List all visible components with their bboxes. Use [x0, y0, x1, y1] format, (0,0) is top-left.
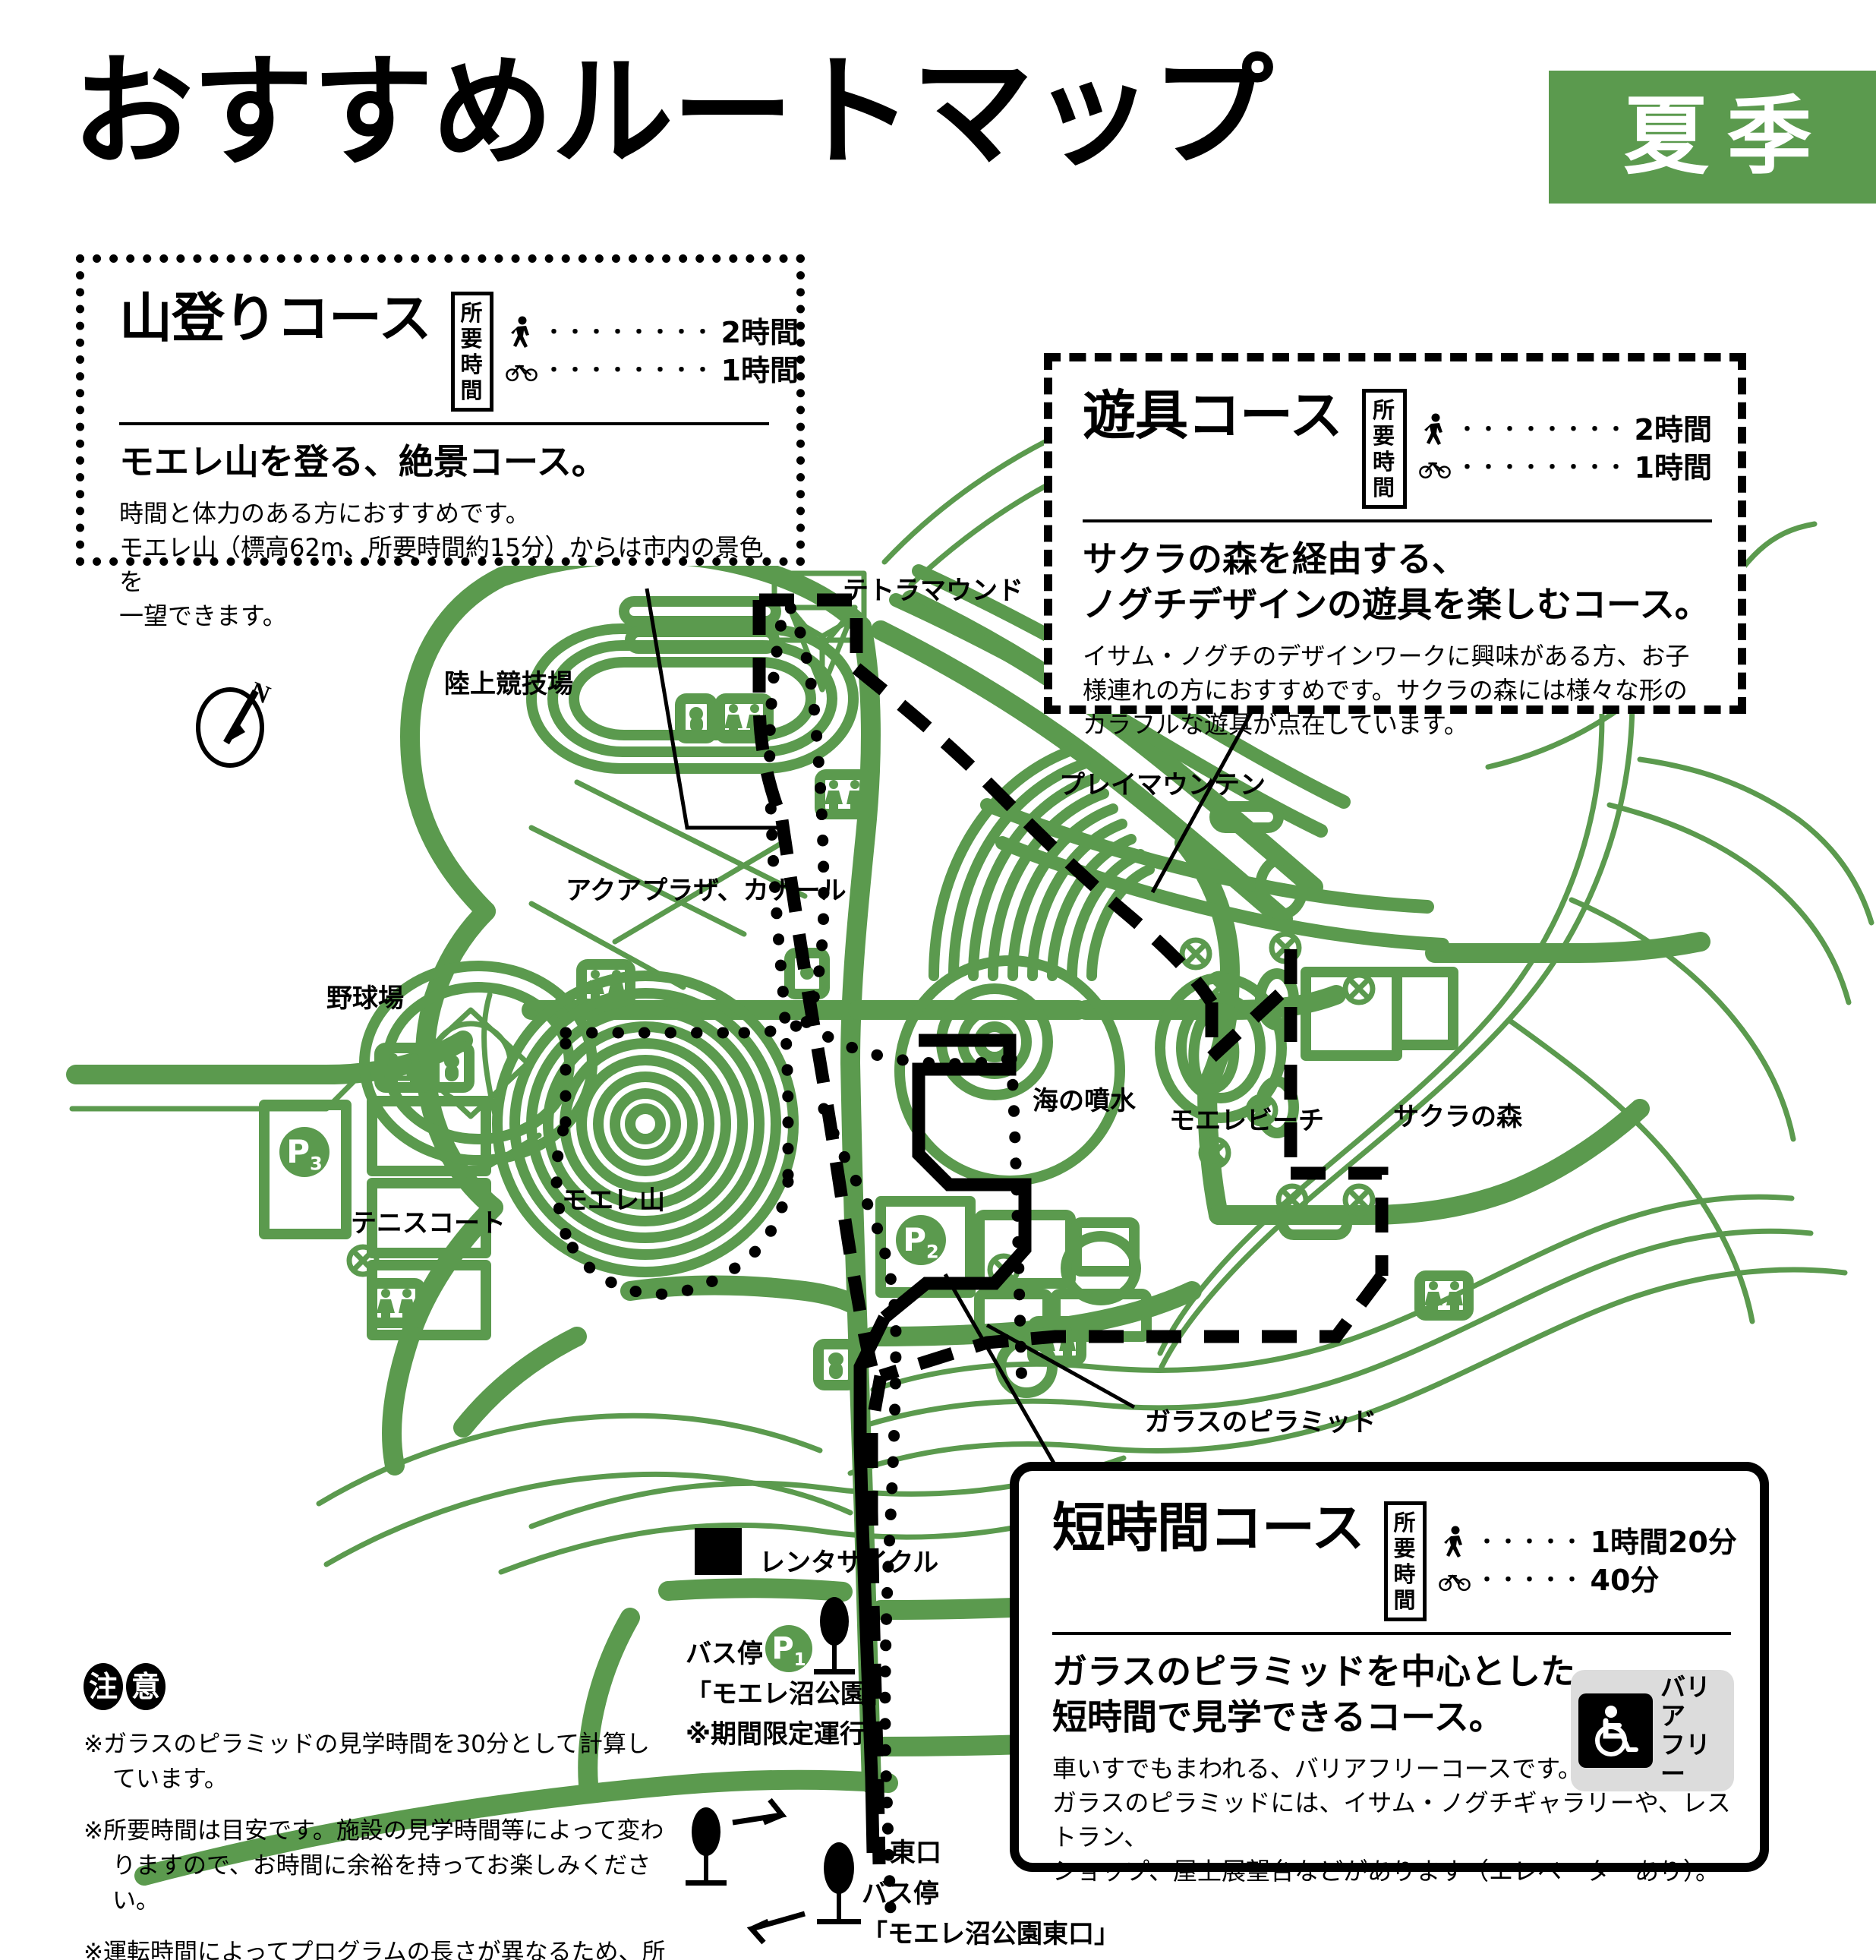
rental-cycle-marker [695, 1528, 742, 1575]
divider [1052, 1632, 1731, 1635]
course-header-short: 短時間コース 所要 時間 ・・・・・ 1時間20分 [1052, 1497, 1737, 1621]
parking-p2-icon: P2 [896, 1215, 946, 1265]
map-label-glass-pyramid: ガラスのピラミッド [1145, 1407, 1377, 1438]
duration-widget-short: 所要 時間 ・・・・・ 1時間20分 ・・ [1383, 1501, 1737, 1621]
walking-icon [1419, 413, 1451, 447]
leader-dots: ・・・・・・・・ [1457, 456, 1628, 479]
duration-row-bicycle: ・・・・・・・・ 1時間 [505, 354, 799, 387]
divider [119, 422, 769, 425]
bus-stop-2-line2: 「モエレ沼公園東口」 [862, 1919, 1120, 1949]
bicycle-icon [1418, 451, 1451, 484]
bicycle-icon [1438, 1564, 1471, 1597]
bus-stop-pin-1 [814, 1597, 855, 1674]
course-header-play: 遊具コース 所要 時間 ・・・・・・・・ 2時間 [1083, 384, 1712, 509]
duration-walking-value: 2時間 [720, 316, 799, 349]
season-badge-label: 夏季 [1623, 87, 1830, 186]
course-title-mountain: 山登りコース [119, 287, 431, 349]
notes-heading: 注意 [84, 1663, 169, 1710]
duration-box-label: 所要 時間 [1361, 389, 1407, 509]
season-badge: 夏季 [1549, 71, 1876, 204]
course-body-short: 車いすでもまわれる、バリアフリーコースです。 ガラスのピラミッドには、イサム・ノ… [1052, 1754, 1731, 1886]
course-header-mountain: 山登りコース 所要 時間 ・・・・・・・・ 2時間 [119, 287, 799, 412]
map-label-tennis-court: テニスコート [351, 1208, 506, 1239]
duration-row-bicycle: ・・・・・ 40分 [1438, 1564, 1737, 1597]
notes-section: 注意 ※ガラスのピラミッドの見学時間を30分として計算しています。 ※所要時間は… [84, 1663, 668, 1960]
page-title: おすすめルートマップ [72, 41, 1273, 183]
duration-box-label: 所要 時間 [450, 292, 493, 412]
course-card-short[interactable]: 短時間コース 所要 時間 ・・・・・ 1時間20分 [1010, 1462, 1769, 1886]
notes-heading-char-2: 意 [126, 1663, 166, 1710]
leader-dots: ・・・・・ [1477, 1531, 1584, 1554]
leader-dots: ・・・・・ [1477, 1569, 1584, 1592]
duration-widget-play: 所要 時間 ・・・・・・・・ 2時間 ・・ [1361, 389, 1712, 509]
duration-bicycle-value: 1時間 [720, 354, 799, 387]
map-label-baseball-field: 野球場 [326, 983, 404, 1014]
walking-icon [1439, 1526, 1471, 1559]
bus-stop-1-line3: ※期間限定運行 [686, 1719, 866, 1750]
barrier-free-label: バリア フリー [1660, 1672, 1710, 1788]
duration-walking-value: 1時間20分 [1590, 1526, 1737, 1559]
map-label-aqua-plaza-canal: アクアプラザ、カナール [566, 876, 847, 906]
bus-stop-1-line1: バス停 [686, 1639, 763, 1669]
compass-rose: N [194, 668, 281, 771]
route-mountain-course [550, 594, 812, 1300]
bicycle-icon [505, 354, 538, 387]
duration-bicycle-value: 1時間 [1634, 451, 1712, 484]
route-short-course [880, 1034, 1032, 1323]
map-label-tetra-mound: テトラマウンド [843, 576, 1023, 606]
leader-dots: ・・・・・・・・ [544, 321, 714, 344]
bus-stop-2-label: バス停 「モエレ沼公園東口」 [862, 1873, 1120, 1949]
duration-row-walking: ・・・・・・・・ 2時間 [1419, 413, 1712, 447]
course-title-play: 遊具コース [1083, 384, 1342, 447]
note-item-3: ※運転時間によってプログラムの長さが異なるため、所要時間に「海の噴水」見学の時間… [84, 1939, 666, 1960]
duration-bicycle-value: 40分 [1590, 1564, 1660, 1597]
course-body-play: イサム・ノグチのデザインワークに興味がある方、お子 様連れの方におすすめです。サ… [1083, 642, 1690, 739]
course-lead-short: ガラスのピラミッドを中心とした、 短時間で見学できるコース。 [1052, 1651, 1611, 1737]
course-card-play[interactable]: 遊具コース 所要 時間 ・・・・・・・・ 2時間 [1044, 353, 1746, 739]
duration-row-walking: ・・・・・ 1時間20分 [1439, 1526, 1737, 1559]
bus-stop-pin-2 [686, 1807, 727, 1886]
duration-row-bicycle: ・・・・・・・・ 1時間 [1418, 451, 1712, 484]
leader-dots: ・・・・・・・・ [1457, 418, 1628, 441]
bus-stop-1-line2: 「モエレ沼公園」 [686, 1679, 892, 1709]
course-lead-mountain: モエレ山を登る、絶景コース。 [119, 441, 607, 482]
duration-box-label: 所要 時間 [1383, 1501, 1427, 1621]
duration-widget-mountain: 所要 時間 ・・・・・・・・ 2時間 ・・ [450, 292, 799, 412]
bus-stop-1-label: バス停 「モエレ沼公園」 ※期間限定運行 [686, 1633, 892, 1750]
wheelchair-icon [1578, 1693, 1653, 1768]
map-label-rental-cycle: レンタサイクル [759, 1548, 939, 1578]
notes-heading-char-1: 注 [84, 1663, 123, 1710]
note-item-1: ※ガラスのピラミッドの見学時間を30分として計算しています。 [84, 1731, 650, 1793]
map-label-sea-fountain: 海の噴水 [1033, 1086, 1136, 1116]
title-bar: おすすめルートマップ 夏季 [72, 41, 1876, 204]
bus-stop-2-line1: バス停 [862, 1879, 939, 1909]
note-item-2: ※所要時間は目安です。施設の見学時間等によって変わりますので、お時間に余裕を持っ… [84, 1817, 664, 1914]
map-label-moere-beach: モエレビーチ [1169, 1106, 1324, 1136]
course-card-mountain[interactable]: 山登りコース 所要 時間 ・・・・・・・・ 2時間 [76, 254, 805, 630]
walking-icon [506, 316, 538, 349]
map-label-sakura-forest: サクラの森 [1393, 1102, 1522, 1132]
course-lead-play: サクラの森を経由する、 ノグチデザインの遊具を楽しむコース。 [1083, 538, 1710, 625]
course-title-short: 短時間コース [1052, 1497, 1364, 1559]
bus-stop-pin-3 [817, 1842, 861, 1924]
duration-walking-value: 2時間 [1634, 413, 1712, 447]
course-body-mountain: 時間と体力のある方におすすめです。 モエレ山（標高62m、所要時間約15分）から… [119, 499, 764, 630]
barrier-free-badge: バリア フリー [1571, 1670, 1734, 1791]
map-label-athletics-stadium: 陸上競技場 [444, 669, 573, 699]
parking-p1-icon: P1 [765, 1625, 812, 1672]
parking-p3-icon: P3 [279, 1127, 329, 1177]
divider [1083, 519, 1712, 522]
map-label-moere-mountain: モエレ山 [562, 1185, 665, 1216]
route-play-course [759, 593, 863, 668]
map-label-east-gate: 東口 [890, 1838, 941, 1868]
leader-dots: ・・・・・・・・ [544, 359, 714, 382]
duration-row-walking: ・・・・・・・・ 2時間 [506, 316, 799, 349]
map-label-play-mountain: プレイマウンテン [1059, 770, 1266, 800]
